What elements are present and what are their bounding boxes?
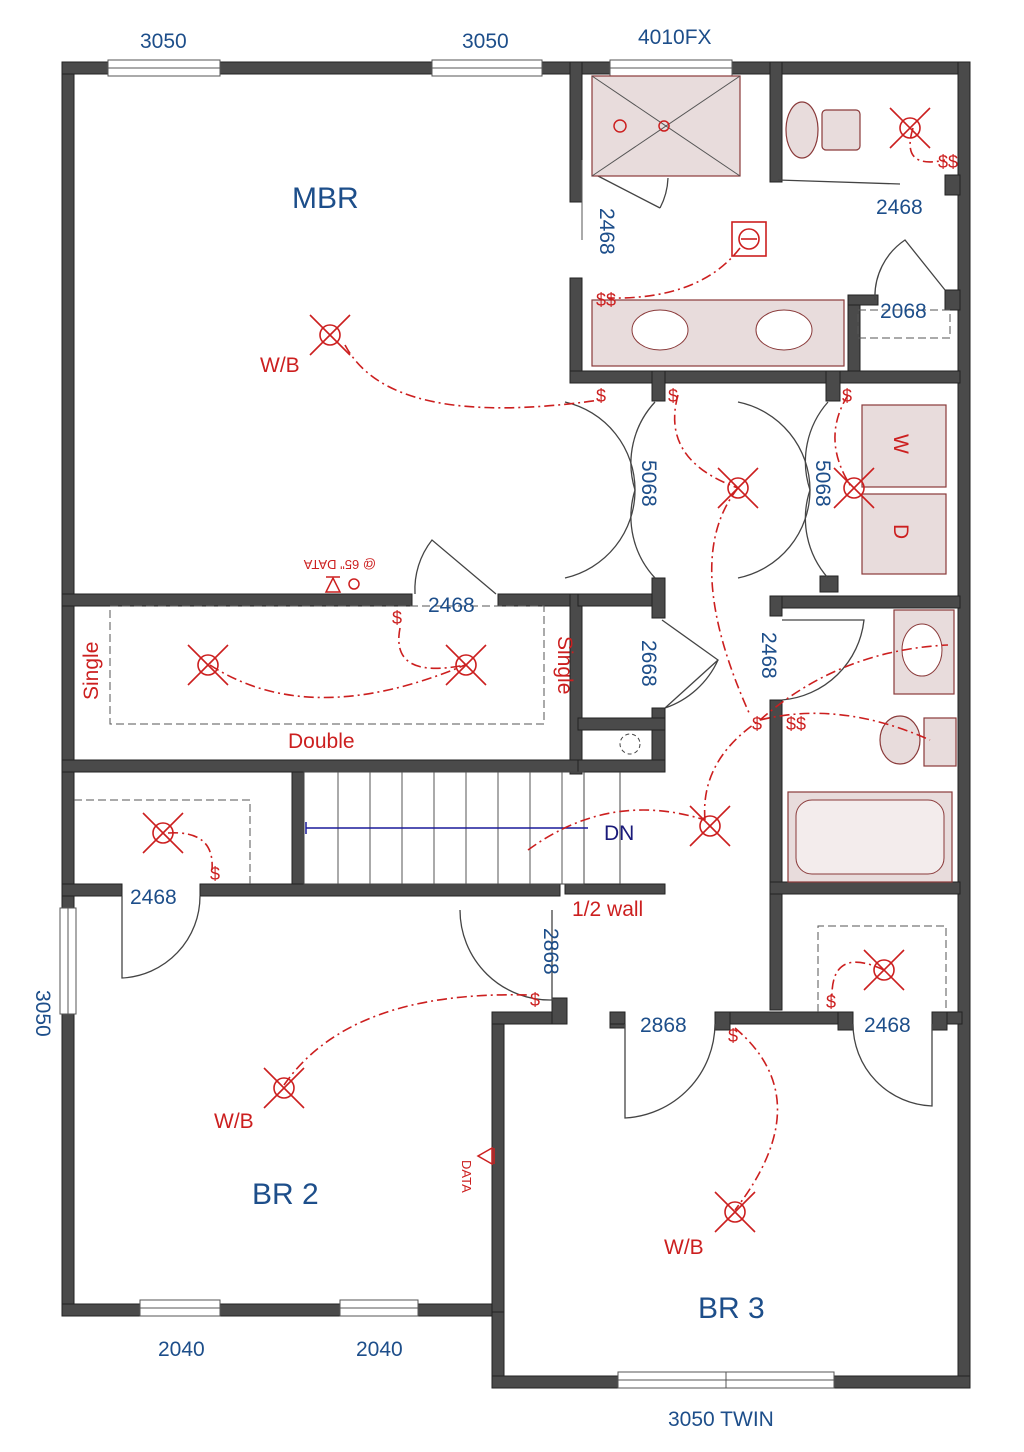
ceiling-light-br2-closet (142, 812, 184, 854)
window-label-bottom-br3: 3050 TWIN (668, 1408, 774, 1431)
data-outlets (324, 576, 495, 1166)
window-label-top-mid: 3050 (462, 30, 509, 53)
ceiling-light-wc (889, 107, 931, 149)
stair-dn-label: DN (604, 822, 634, 845)
closet-double: Double (288, 730, 355, 753)
door-label-wc: 2468 (876, 196, 923, 219)
half-wall-label: 1/2 wall (572, 898, 643, 921)
ceiling-light-stair-hall (689, 805, 731, 847)
door-label-walkin: 2468 (428, 594, 475, 617)
switch-icon: $ (530, 990, 540, 1010)
switch-icon: $$ (786, 714, 806, 734)
switch-icon: $$ (596, 290, 616, 310)
wb-label-br3: W/B (664, 1236, 704, 1259)
stairs (303, 771, 621, 885)
room-label-br2: BR 2 (252, 1178, 319, 1211)
door-label-linen: 2668 (637, 640, 660, 687)
wb-label-mbr: W/B (260, 354, 300, 377)
door-label-laundry: 5068 (811, 460, 834, 507)
room-label-mbr: MBR (292, 182, 359, 215)
exhaust-fan-bath (731, 221, 767, 257)
door-label-mbr-closet: 5068 (637, 460, 660, 507)
ceiling-light-br3-closet (863, 949, 905, 991)
windows (59, 59, 835, 1389)
switch-icon: $ (842, 386, 852, 406)
plumbing-fixtures (591, 75, 957, 883)
door-label-hall-bath: 2468 (757, 632, 780, 679)
light-fixtures (142, 107, 931, 1233)
switch-icon: $ (392, 608, 402, 628)
closet-single-left: Single (80, 642, 103, 700)
door-label-br3-closet: 2468 (864, 1014, 911, 1037)
wb-label-br2: W/B (214, 1110, 254, 1133)
window-label-top-left: 3050 (140, 30, 187, 53)
door-label-bath-linen: 2068 (880, 300, 927, 323)
switch-icon: $ (752, 714, 762, 734)
window-label-top-bath: 4010FX (638, 26, 712, 49)
walls (61, 61, 971, 1389)
door-label-br2-entry: 2868 (539, 928, 562, 975)
washer-label: W (889, 434, 912, 454)
room-labels: MBR BR 2 BR 3 (252, 182, 765, 1325)
light-switches: $ $ $ $$ $$ $ $ $$ $ $ $ $ (210, 152, 958, 1046)
switch-icon: $ (826, 992, 836, 1012)
data-label-mbr: @ 65" DATA (303, 557, 376, 572)
window-labels: 3050 3050 4010FX 3050 2040 2040 3050 TWI… (31, 26, 774, 1431)
door-labels: 2468 2468 2068 5068 5068 2468 2668 2468 … (130, 196, 927, 1037)
window-label-bottom-left: 2040 (158, 1338, 205, 1361)
ceiling-light-closet-left (187, 644, 229, 686)
ceiling-light-closet-right (445, 644, 487, 686)
door-label-br2-closet: 2468 (130, 886, 177, 909)
data-label-br2: DATA (459, 1160, 474, 1193)
switch-icon: $ (728, 1026, 738, 1046)
ceiling-light-br3 (714, 1191, 756, 1233)
ceiling-light-hall (717, 467, 759, 509)
data-outlet-icon (324, 576, 360, 593)
ceiling-light-mbr (309, 314, 351, 356)
closet-outlines (74, 309, 951, 1012)
switch-icon: $$ (938, 152, 958, 172)
ceiling-light-laundry (833, 467, 875, 509)
window-label-bottom-mid: 2040 (356, 1338, 403, 1361)
switch-icon: $ (668, 386, 678, 406)
door-swings (121, 160, 946, 1119)
ceiling-light-br2 (263, 1067, 305, 1109)
door-label-shower: 2468 (595, 208, 618, 255)
data-outlet-icon (476, 1146, 495, 1166)
closet-single-right: Single (553, 636, 576, 694)
room-label-br3: BR 3 (698, 1292, 765, 1325)
window-label-left-br2: 3050 (31, 990, 54, 1037)
switch-icon: $ (596, 386, 606, 406)
electrical-wiring (167, 127, 949, 1211)
dryer-label: D (889, 524, 912, 539)
annotation-labels: W/B W/B W/B Single Single Double DN 1/2 … (80, 354, 912, 1259)
switch-icon: $ (210, 864, 220, 884)
door-label-br3-entry: 2868 (640, 1014, 687, 1037)
